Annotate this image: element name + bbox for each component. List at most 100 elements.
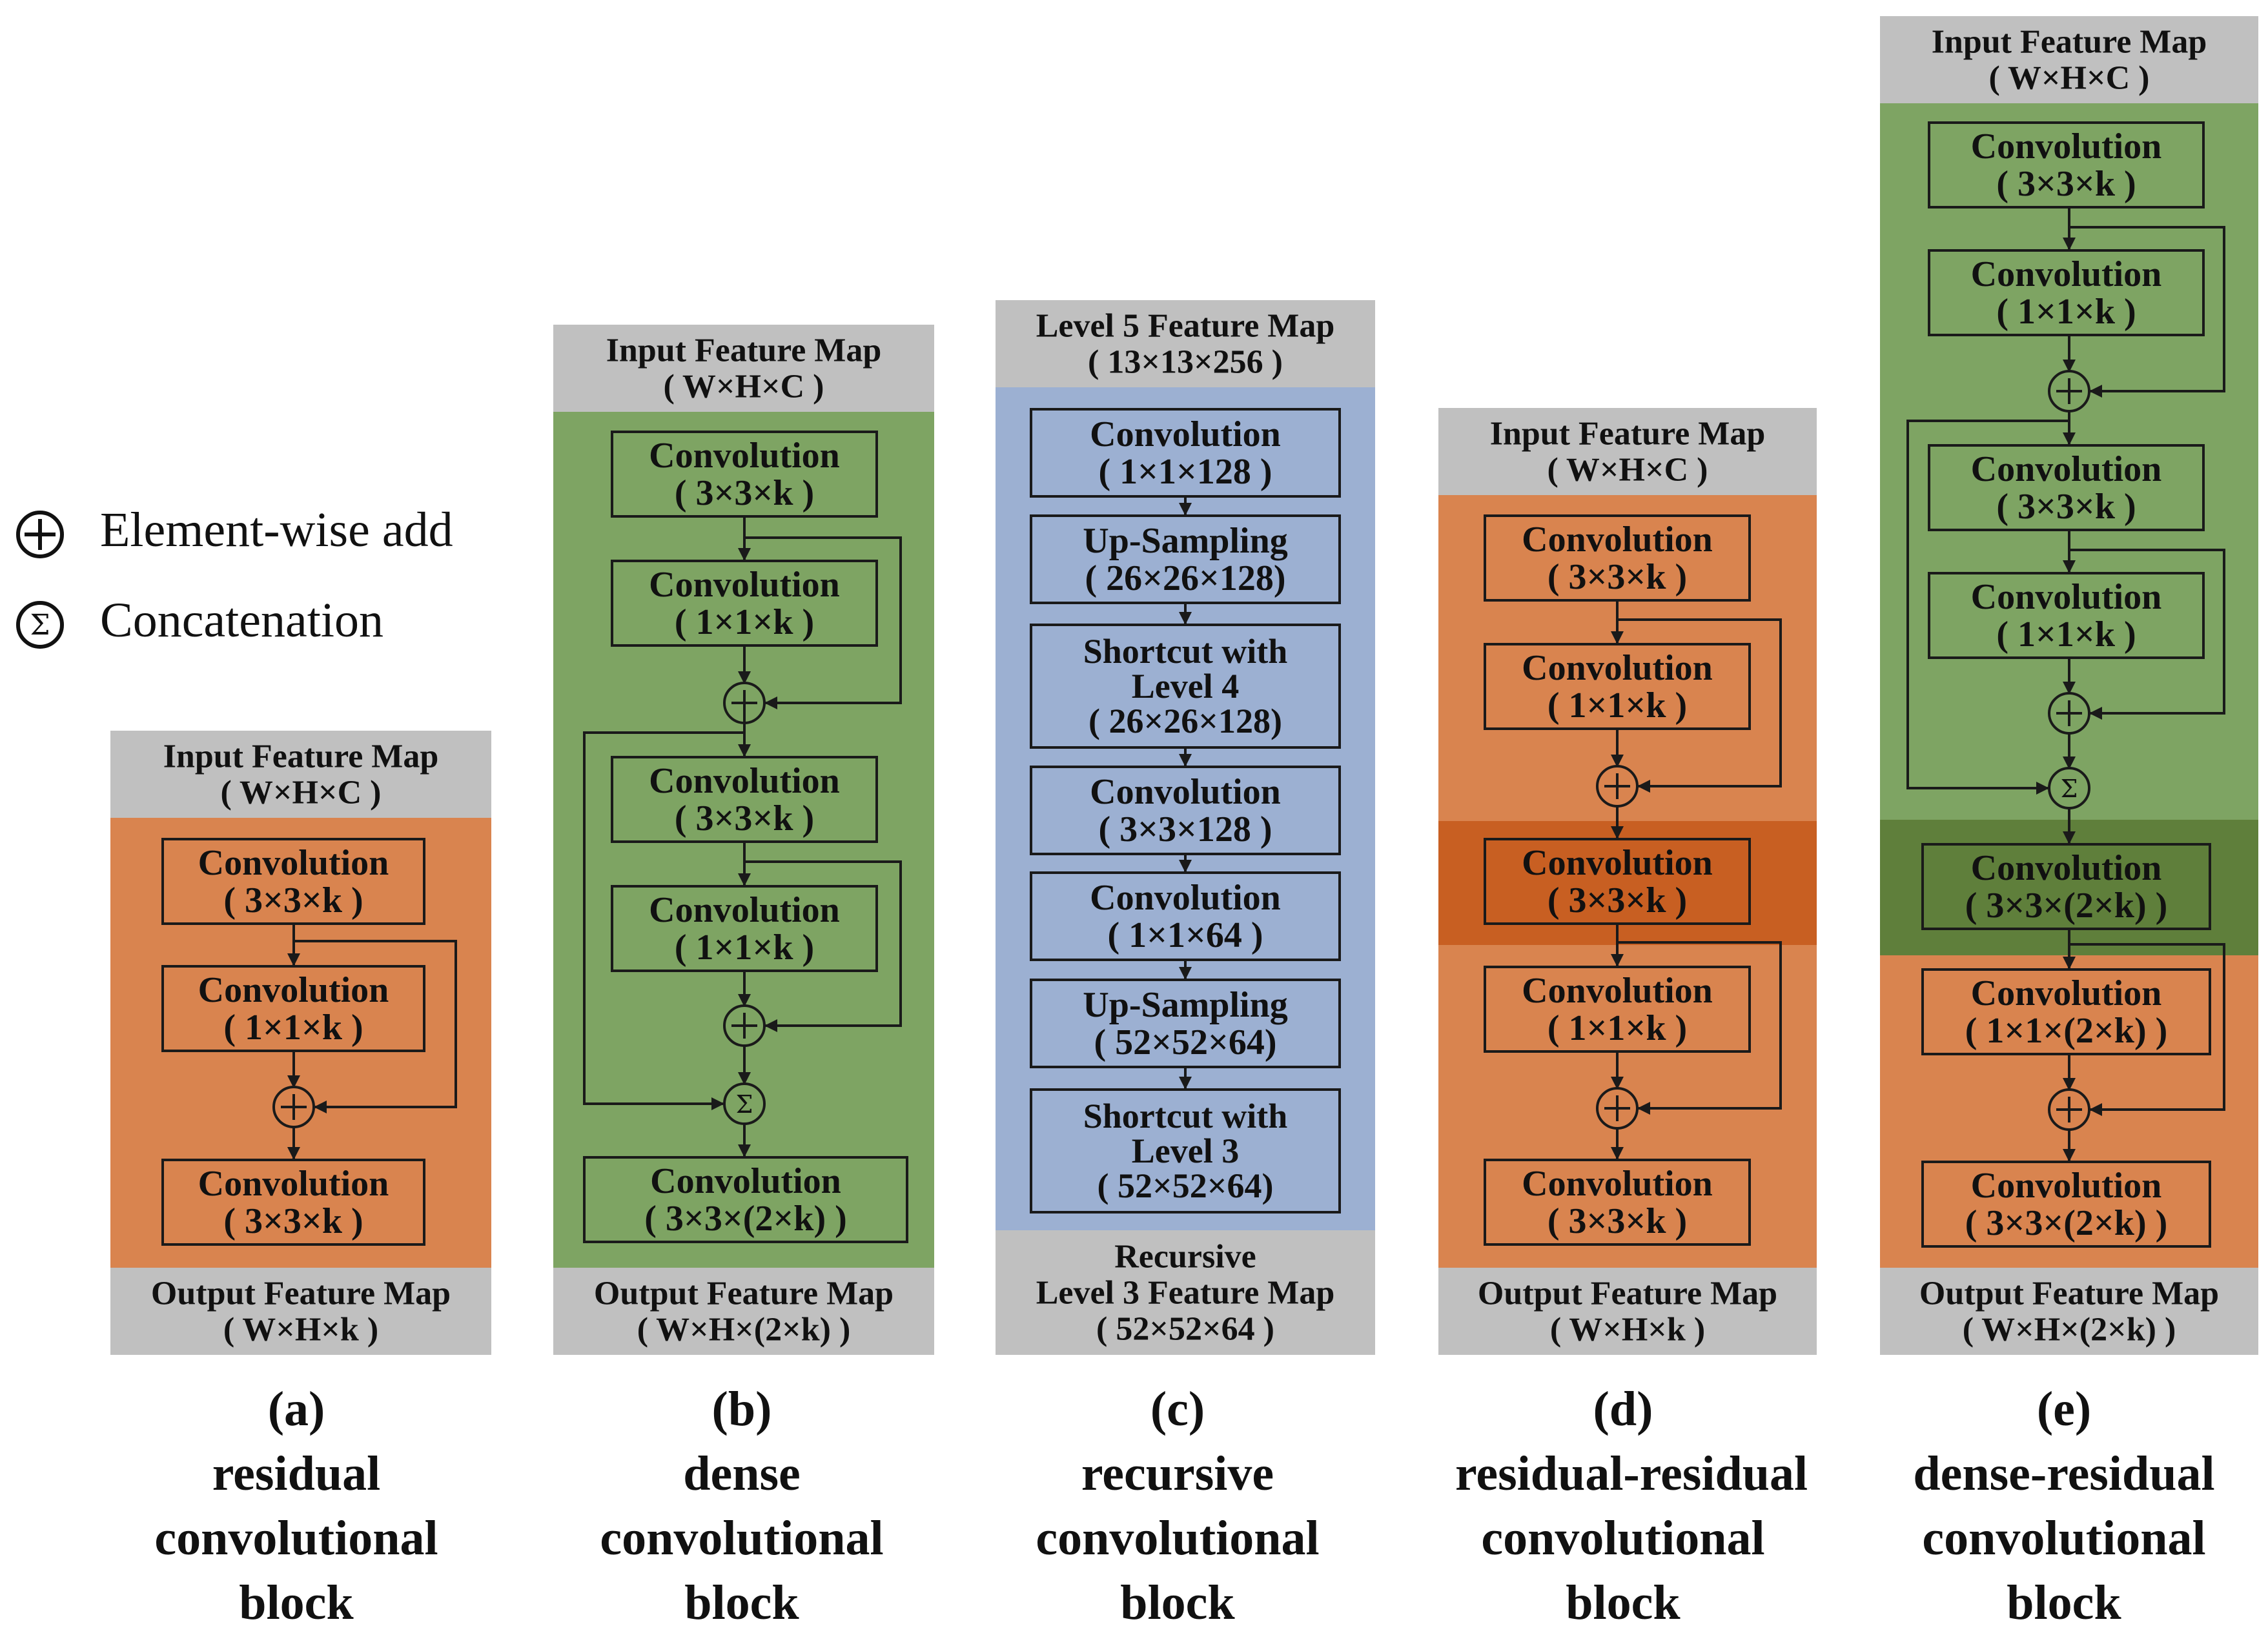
block-e-conv-5-text-line-2: ( 3×3×(2×k) ) (1965, 886, 2167, 926)
block-a-conv-2-text-line-2: ( 1×1×k ) (223, 1008, 363, 1048)
block-d-output-line-2: ( W×H×k ) (1550, 1312, 1705, 1348)
block-e-input-bg (1880, 16, 2258, 103)
block-e-input-line-1: Input Feature Map (1932, 24, 2207, 61)
block-c-input-bg (996, 300, 1375, 387)
block-e-conv-6-text-line-2: ( 1×1×(2×k) ) (1965, 1011, 2167, 1051)
block-e-skip-2 (2069, 549, 2225, 720)
block-e-skip-3 (2069, 943, 2225, 1116)
block-c-box-2-text-line-2: ( 26×26×128) (1085, 558, 1285, 598)
block-d-conv-4-text-line-2: ( 1×1×k ) (1548, 1008, 1687, 1048)
block-d-output-bg (1438, 1268, 1817, 1355)
block-c-input-line-1: Level 5 Feature Map (1036, 308, 1335, 345)
block-b-conv-5-text-line-1: Convolution (650, 1161, 841, 1201)
block-e-conv-3-text-line-1: Convolution (1971, 449, 2162, 489)
block-c-box-7-text-line-2: Level 3 (1132, 1132, 1239, 1170)
block-a-output-line-1: Output Feature Map (151, 1275, 451, 1312)
block-c-output-line-2: Level 3 Feature Map (1036, 1275, 1335, 1312)
block-a-panel (110, 818, 491, 1268)
block-a-input-line-2: ( W×H×C ) (221, 775, 382, 811)
block-a-conv-3-text-line-1: Convolution (198, 1164, 389, 1204)
block-d-conv-2-text-line-1: Convolution (1522, 648, 1713, 688)
block-c-box-2-text-line-1: Up-Sampling (1083, 521, 1287, 561)
block-e-output-bg (1880, 1268, 2258, 1355)
block-c-box-1-text-line-2: ( 1×1×128 ) (1098, 452, 1272, 492)
block-c-box-6-text-line-1: Up-Sampling (1083, 985, 1287, 1025)
block-e-conv-6 (1921, 968, 2211, 1055)
block-a-skip (294, 940, 457, 1113)
block-b-conv-1-text-line-1: Convolution (649, 436, 840, 476)
block-c-box-5-text-line-1: Convolution (1090, 878, 1281, 918)
legend-concat-symbol: Σ (30, 609, 50, 642)
block-b-conv-1-text-line-2: ( 3×3×k ) (675, 473, 814, 513)
block-e-skip-1 (2069, 226, 2225, 398)
block-c-box-3-text-line-3: ( 26×26×128) (1088, 702, 1282, 740)
block-b-conv-4-text-line-1: Convolution (649, 890, 840, 930)
block-e-conv-7 (1921, 1161, 2211, 1248)
block-c-output-bg (996, 1230, 1375, 1355)
block-e-conv-3 (1928, 444, 2205, 531)
block-d-conv-1-text-line-2: ( 3×3×k ) (1548, 557, 1687, 597)
block-e-conv-1 (1928, 121, 2205, 208)
block-d-skip-2 (1617, 941, 1782, 1115)
block-c-box-7-text-line-3: ( 52×52×64) (1097, 1166, 1273, 1205)
block-a-conv-1-text-line-2: ( 3×3×k ) (223, 880, 363, 920)
block-e-conv-3-text-line-2: ( 3×3×k ) (1996, 487, 2136, 527)
block-e-conv-4 (1928, 572, 2205, 659)
block-c-box-4-text-line-2: ( 3×3×128 ) (1098, 809, 1272, 849)
block-e-dense-link (1906, 420, 2069, 795)
block-b-input-line-1: Input Feature Map (606, 332, 882, 369)
block-a-input-bg (110, 731, 491, 818)
block-e-conv-5 (1921, 843, 2211, 930)
block-e-conv-2-text-line-2: ( 1×1×k ) (1996, 292, 2136, 332)
block-e-conv-7-text-line-1: Convolution (1971, 1166, 2162, 1206)
block-c-box-7 (1030, 1088, 1341, 1214)
block-e-output-line-1: Output Feature Map (1919, 1275, 2219, 1312)
block-e-conv-5-text-line-1: Convolution (1971, 848, 2162, 888)
block-e-conv-2-text-line-1: Convolution (1971, 254, 2162, 294)
block-d-skip-1 (1617, 618, 1782, 793)
block-b-conv-3-text-line-1: Convolution (649, 761, 840, 801)
block-d-conv-5 (1484, 1159, 1751, 1246)
block-b-conv-5 (583, 1156, 908, 1243)
block-b-skip-2 (744, 860, 902, 1032)
block-e-conv-4-text-line-1: Convolution (1971, 577, 2162, 617)
block-c-box-5-text-line-2: ( 1×1×64 ) (1107, 915, 1263, 955)
block-a-conv-3 (161, 1159, 425, 1246)
legend-add-label: Element-wise add (100, 503, 453, 557)
block-b-output-line-1: Output Feature Map (594, 1275, 894, 1312)
legend-add-icon (16, 511, 64, 558)
block-c-box-3-text-line-2: Level 4 (1132, 667, 1239, 706)
block-e-input-line-2: ( W×H×C ) (1989, 60, 2150, 97)
block-d-conv-5-text-line-2: ( 3×3×k ) (1548, 1201, 1687, 1241)
block-b-conv-4-text-line-2: ( 1×1×k ) (675, 928, 814, 968)
block-d-conv-5-text-line-1: Convolution (1522, 1164, 1713, 1204)
block-d-conv-3-text-line-2: ( 3×3×k ) (1548, 880, 1687, 920)
block-d-input-bg (1438, 408, 1817, 495)
legend-concat-icon: Σ (16, 601, 64, 649)
block-c-input-line-2: ( 13×13×256 ) (1088, 344, 1283, 381)
block-b-output-line-2: ( W×H×(2×k) ) (637, 1312, 851, 1348)
block-d-conv-2-text-line-2: ( 1×1×k ) (1548, 685, 1687, 726)
block-b-conv-5-text-line-2: ( 3×3×(2×k) ) (644, 1199, 846, 1239)
block-b-input-line-2: ( W×H×C ) (664, 369, 824, 405)
block-d-conv-1-text-line-1: Convolution (1522, 520, 1713, 560)
block-e-conv-1-text-line-2: ( 3×3×k ) (1996, 164, 2136, 204)
block-e-conv-7-text-line-2: ( 3×3×(2×k) ) (1965, 1203, 2167, 1243)
block-c-box-7-text-line-1: Shortcut with (1083, 1097, 1288, 1135)
block-d-output-line-1: Output Feature Map (1478, 1275, 1777, 1312)
block-b-concat-icon-symbol: Σ (736, 1090, 753, 1119)
block-e-conv-1-text-line-1: Convolution (1971, 127, 2162, 167)
block-c-output-line-1: Recursive (1114, 1239, 1256, 1275)
block-e-conv-2 (1928, 249, 2205, 336)
block-b-input-bg (553, 325, 934, 412)
block-b-dense-link (583, 731, 744, 1110)
block-a-output-line-2: ( W×H×k ) (223, 1312, 378, 1348)
block-c-box-1-text-line-1: Convolution (1090, 414, 1281, 454)
block-b-conv-2-text-line-2: ( 1×1×k ) (675, 602, 814, 642)
block-a-input-line-1: Input Feature Map (163, 738, 439, 775)
block-e-output-line-2: ( W×H×(2×k) ) (1963, 1312, 2176, 1348)
block-b-skip-1 (744, 536, 902, 709)
